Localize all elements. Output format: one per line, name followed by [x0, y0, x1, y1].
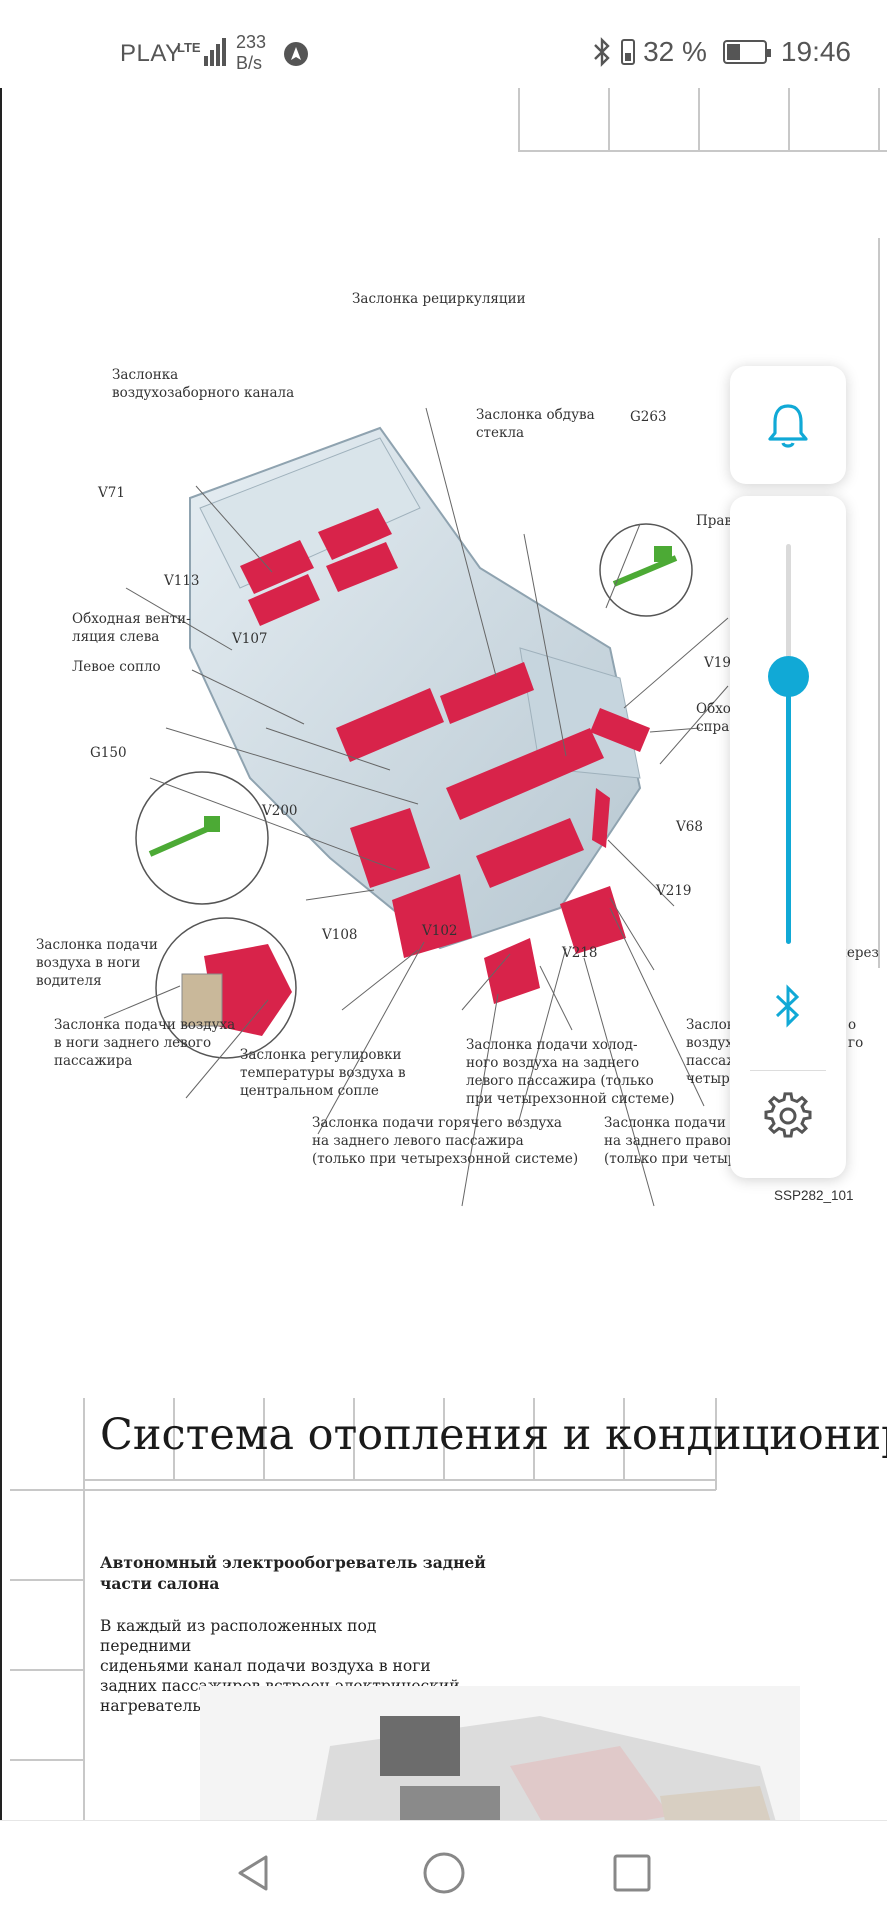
label-intake: Заслонка воздухозаборного канала: [112, 367, 295, 401]
volume-slider[interactable]: [786, 544, 791, 944]
navigation-bar: [0, 1820, 887, 1920]
label-windshield: Заслонка обдува стекла: [476, 407, 595, 441]
bluetooth-icon: [594, 37, 610, 67]
sound-settings-button[interactable]: [758, 1086, 818, 1146]
inset-driver-flap: [155, 917, 297, 1059]
label-v219: V219: [656, 883, 692, 899]
inset-g263: [599, 523, 693, 617]
label-left-nozzle: Левое сопло: [72, 659, 161, 675]
status-right: 32 % 19:46: [591, 36, 851, 68]
net-speed-value: 233: [236, 32, 267, 52]
battery-icon: [722, 40, 771, 64]
recents-icon: [613, 1854, 651, 1892]
section-title: Система отопления и кондициониров: [100, 1410, 887, 1460]
carrier-label: PLAY: [120, 40, 182, 67]
side-grid: [878, 238, 887, 968]
car-photo: [200, 1686, 800, 1820]
volume-knob[interactable]: [768, 656, 809, 697]
label-v68: V68: [676, 819, 703, 835]
recents-button[interactable]: [604, 1845, 660, 1901]
header-grid: [518, 88, 887, 152]
battery-percent: 32 %: [643, 36, 707, 67]
red-flaps: [240, 508, 650, 1004]
bluetooth-icon: [775, 984, 800, 1028]
label-temp-center: Заслонка регулировки температуры воздуха…: [240, 1047, 406, 1099]
volume-fill: [786, 676, 791, 944]
label-bypass-right-trunc: Обход спра: [696, 701, 740, 735]
label-v200: V200: [262, 803, 298, 819]
label-v71: V71: [98, 485, 125, 501]
label-v108: V108: [322, 927, 358, 943]
panel-divider: [750, 1070, 826, 1071]
label-g150: G150: [90, 745, 127, 761]
battery-small-icon: [621, 39, 636, 65]
page-edge: [0, 88, 2, 1820]
label-bypass-left: Обходная венти- ляция слева: [72, 611, 191, 645]
label-cold-rear-left: Заслонка подачи холод- ного воздуха на з…: [466, 1037, 675, 1107]
document-page[interactable]: Заслонка рециркуляции Заслонка воздухоза…: [0, 88, 887, 1820]
label-cold-right-trunc: Заслон воздух пассаж четыре: [686, 1017, 739, 1087]
net-speed-unit: B/s: [236, 53, 263, 73]
leader-lines: [103, 407, 729, 1207]
label-driver-feet: Заслонка подачи воздуха в ноги водителя: [36, 937, 158, 989]
network-type: LTE: [177, 40, 201, 55]
label-v102: V102: [422, 923, 458, 939]
label-v218: V218: [562, 945, 598, 961]
bell-icon: [768, 404, 808, 448]
gear-icon: [764, 1092, 812, 1138]
back-icon: [238, 1855, 268, 1891]
status-bar: PLAY LTE 233 B/s 32 % 19:46: [0, 0, 887, 88]
label-hot-rear-left: Заслонка подачи горячего воздуха на задн…: [312, 1115, 579, 1167]
volume-panel: [730, 496, 846, 1178]
figure-code: SSP282_101: [774, 1188, 854, 1203]
ringer-mode-button[interactable]: [730, 366, 846, 484]
net-speed: 233 B/s: [236, 32, 266, 74]
inset-g150: [135, 771, 269, 905]
signal-icon: [204, 38, 226, 66]
label-v113: V113: [164, 573, 200, 589]
label-cold-right-trunc2: о го: [848, 1017, 864, 1051]
label-right-trunc: Прав: [696, 513, 733, 529]
label-g263: G263: [630, 409, 667, 425]
label-recirc: Заслонка рециркуляции: [352, 291, 526, 307]
hvac-diagram: [103, 407, 729, 1207]
section-subheading: Автономный электрообогреватель задней ча…: [100, 1553, 486, 1593]
section-grid: [10, 1398, 717, 1820]
home-icon: [423, 1852, 465, 1894]
label-rear-left-feet: Заслонка подачи воздуха в ноги заднего л…: [54, 1017, 236, 1069]
label-v107: V107: [232, 631, 268, 647]
home-button[interactable]: [416, 1845, 472, 1901]
navigation-icon: [284, 42, 308, 66]
label-hot-rear-right-trunc: Заслонка подачи хо на заднего правого (т…: [604, 1115, 746, 1167]
bluetooth-volume-button[interactable]: [758, 976, 818, 1036]
clock: 19:46: [780, 36, 851, 67]
back-button[interactable]: [226, 1845, 282, 1901]
